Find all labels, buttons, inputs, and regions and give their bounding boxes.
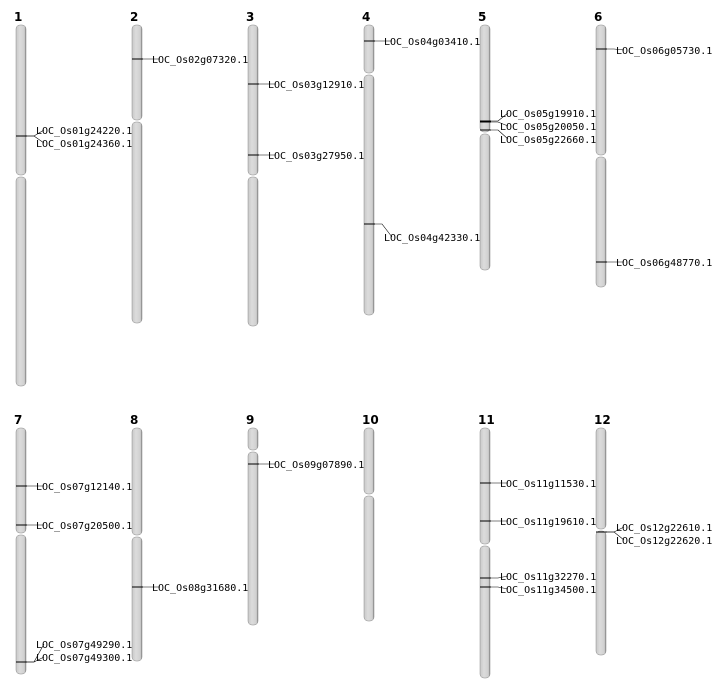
gene-connector [490, 121, 509, 127]
chromosome-short-arm [247, 24, 259, 176]
gene-label: LOC_Os05g22660.1 [500, 135, 596, 146]
chromosome-long-arm [247, 451, 259, 626]
chromosome-number: 3 [246, 10, 254, 24]
gene-label: LOC_Os09g07890.1 [268, 460, 364, 471]
gene-label: LOC_Os11g34500.1 [500, 585, 596, 596]
gene-label: LOC_Os08g31680.1 [152, 583, 248, 594]
gene-connector [490, 129, 509, 140]
chromosome-7: 7LOC_Os07g12140.1LOC_Os07g20500.1LOC_Os0… [14, 413, 132, 675]
chromosome-number: 11 [478, 413, 495, 427]
chromosome-number: 1 [14, 10, 22, 24]
chromosome-short-arm [363, 24, 375, 74]
gene-label: LOC_Os01g24360.1 [36, 139, 132, 150]
gene-label: LOC_Os11g11530.1 [500, 479, 596, 490]
gene-connector [490, 586, 509, 590]
chromosome-long-arm [479, 545, 491, 679]
gene-label: LOC_Os03g27950.1 [268, 151, 364, 162]
gene-label: LOC_Os01g24220.1 [36, 126, 132, 137]
chromosome-short-arm [595, 427, 607, 530]
chromosome-long-arm [363, 74, 375, 316]
chromosome-short-arm [131, 24, 143, 121]
chromosome-short-arm [363, 427, 375, 495]
chromosome-5: 5LOC_Os05g19910.1LOC_Os05g20050.1LOC_Os0… [478, 10, 596, 271]
gene-label: LOC_Os12g22610.1 [616, 523, 712, 534]
chromosome-long-arm [131, 121, 143, 324]
gene-connector [490, 112, 509, 122]
chromosome-number: 7 [14, 413, 22, 427]
gene-label: LOC_Os05g20050.1 [500, 122, 596, 133]
gene-label: LOC_Os11g19610.1 [500, 517, 596, 528]
gene-label: LOC_Os02g07320.1 [152, 55, 248, 66]
gene-label: LOC_Os12g22620.1 [616, 536, 712, 547]
gene-label: LOC_Os04g03410.1 [384, 37, 480, 48]
chromosome-short-arm [15, 24, 27, 176]
chromosome-long-arm [15, 534, 27, 675]
chromosome-long-arm [247, 176, 259, 327]
chromosome-number: 2 [130, 10, 138, 24]
gene-label: LOC_Os07g49290.1 [36, 640, 132, 651]
chromosome-short-arm [595, 24, 607, 156]
gene-connector [606, 48, 625, 51]
gene-connector [490, 575, 509, 579]
gene-label: LOC_Os06g05730.1 [616, 46, 712, 57]
chromosome-long-arm [595, 530, 607, 656]
chromosome-number: 5 [478, 10, 486, 24]
chromosome-long-arm [363, 495, 375, 622]
chromosome-11: 11LOC_Os11g11530.1LOC_Os11g19610.1LOC_Os… [478, 413, 596, 679]
gene-label: LOC_Os07g12140.1 [36, 482, 132, 493]
gene-connector [26, 135, 45, 144]
chromosome-short-arm [479, 24, 491, 133]
chromosome-number: 6 [594, 10, 602, 24]
gene-label: LOC_Os04g42330.1 [384, 233, 480, 244]
gene-label: LOC_Os07g49300.1 [36, 653, 132, 664]
chromosome-short-arm [479, 427, 491, 545]
chromosome-10: 10 [362, 413, 379, 622]
gene-connector [374, 223, 393, 238]
gene-label: LOC_Os07g20500.1 [36, 521, 132, 532]
gene-label: LOC_Os11g32270.1 [500, 572, 596, 583]
gene-connector [26, 656, 45, 663]
chromosome-number: 9 [246, 413, 254, 427]
chromosome-long-arm [15, 176, 27, 387]
gene-connector [606, 531, 625, 541]
chromosome-number: 12 [594, 413, 611, 427]
chromosome-short-arm [247, 427, 259, 451]
chromosome-number: 4 [362, 10, 370, 24]
chromosome-short-arm [131, 427, 143, 536]
gene-label: LOC_Os06g48770.1 [616, 258, 712, 269]
chromosome-short-arm [15, 427, 27, 534]
gene-label: LOC_Os05g19910.1 [500, 109, 596, 120]
chromosome-number: 8 [130, 413, 138, 427]
chromosome-long-arm [479, 133, 491, 271]
chromosome-long-arm [595, 156, 607, 288]
chromosome-long-arm [131, 536, 143, 662]
gene-label: LOC_Os03g12910.1 [268, 80, 364, 91]
chromosome-number: 10 [362, 413, 379, 427]
